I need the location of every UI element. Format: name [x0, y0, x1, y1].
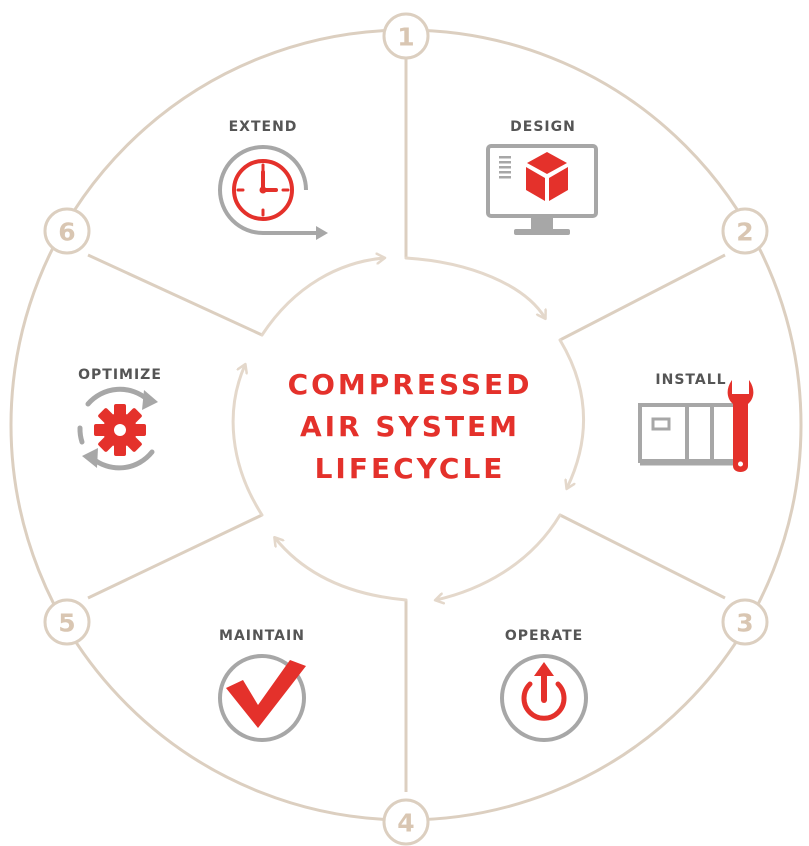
- stage-label-operate: OPERATE: [505, 628, 583, 644]
- cycle-arc-6: [260, 258, 384, 337]
- node-2: 2: [721, 207, 769, 255]
- node-number-3: 3: [736, 609, 753, 638]
- power-button-icon: [500, 654, 588, 742]
- cycle-arc-4: [275, 538, 408, 602]
- center-title: COMPRESSED AIR SYSTEM LIFECYCLE: [288, 368, 533, 485]
- node-number-2: 2: [736, 218, 753, 247]
- checkmark-icon: [218, 654, 306, 742]
- node-number-1: 1: [397, 23, 414, 52]
- node-4: 4: [382, 798, 430, 846]
- node-3: 3: [721, 598, 769, 646]
- monitor-cube-icon: [486, 144, 598, 235]
- stage-label-extend: EXTEND: [229, 119, 298, 135]
- node-number-5: 5: [58, 609, 75, 638]
- compressor-wrench-icon: [638, 380, 754, 472]
- node-number-6: 6: [58, 218, 75, 247]
- node-5: 5: [43, 598, 91, 646]
- spoke-2: [559, 253, 726, 342]
- clock-arrow-icon: [218, 145, 328, 240]
- title-line-1: COMPRESSED: [288, 368, 533, 401]
- stage-label-design: DESIGN: [510, 119, 576, 135]
- cycle-arc-2: [558, 338, 585, 488]
- stage-label-install: INSTALL: [655, 372, 726, 388]
- spoke-5: [87, 513, 263, 600]
- stage-label-optimize: OPTIMIZE: [78, 367, 162, 383]
- spoke-3: [559, 513, 726, 600]
- node-number-4: 4: [397, 809, 414, 838]
- cycle-arc-3: [436, 513, 562, 600]
- title-line-3: LIFECYCLE: [315, 452, 506, 485]
- stage-label-maintain: MAINTAIN: [219, 628, 305, 644]
- spoke-connectors: [87, 59, 726, 792]
- node-1: 1: [382, 12, 430, 60]
- node-6: 6: [43, 207, 91, 255]
- inner-cycle: [231, 256, 585, 602]
- title-line-2: AIR SYSTEM: [300, 410, 520, 443]
- spoke-6: [87, 253, 263, 337]
- cycle-arc-5: [231, 365, 264, 517]
- gear-cycle-icon: [77, 386, 158, 471]
- cycle-arc-1: [404, 256, 545, 318]
